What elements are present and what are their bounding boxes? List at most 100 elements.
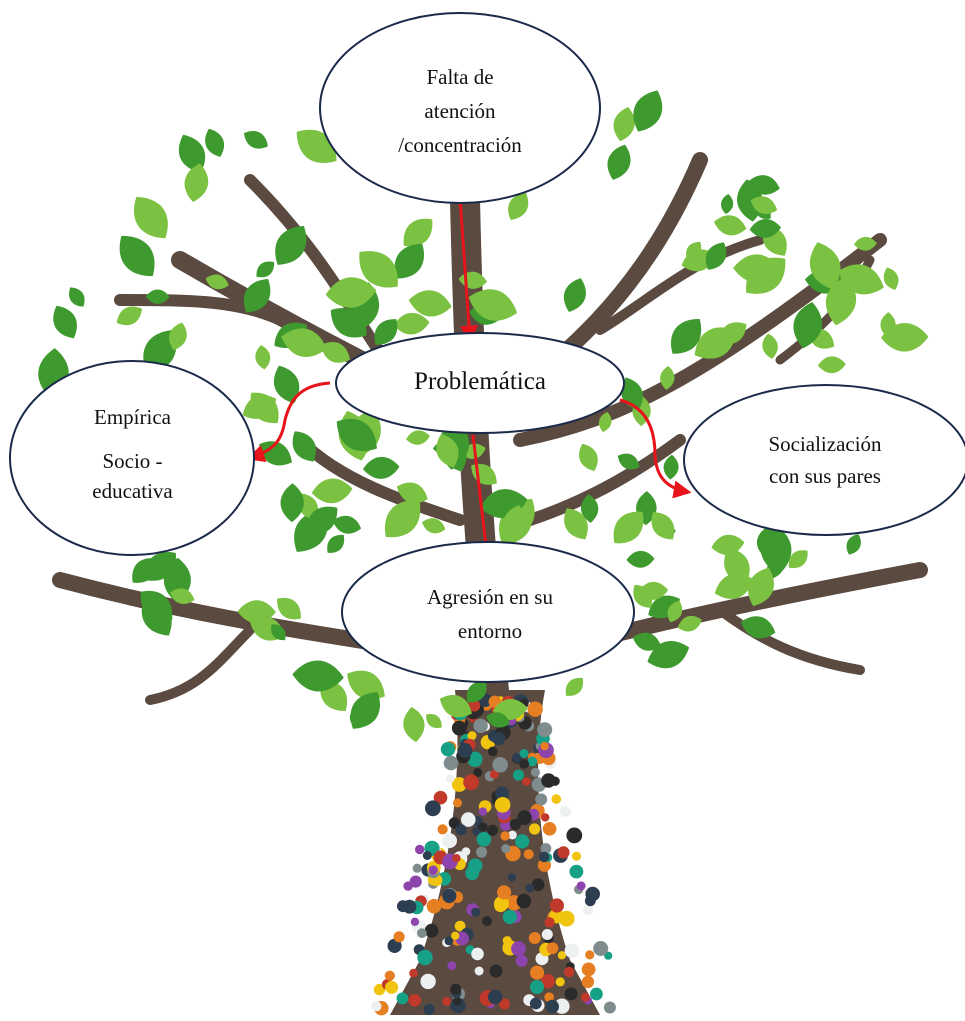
crowd-person	[527, 756, 538, 767]
crowd-person	[428, 865, 438, 875]
crowd-person	[544, 992, 554, 1002]
crowd-person	[412, 863, 422, 873]
crowd-person	[442, 833, 457, 849]
crowd-person	[463, 774, 479, 791]
leaf	[292, 660, 344, 692]
crowd-person	[444, 936, 454, 946]
crowd-person	[593, 941, 609, 956]
crowd-person	[487, 824, 498, 836]
crowd-person	[583, 904, 594, 916]
crowd-person	[576, 881, 586, 891]
crowd-person	[549, 898, 565, 913]
crowd-person	[385, 980, 399, 994]
leaf	[563, 278, 586, 313]
leaf	[281, 328, 327, 357]
leaf	[403, 218, 433, 247]
crowd-person	[541, 773, 556, 788]
crowd-person	[417, 928, 427, 939]
leaf	[184, 163, 209, 203]
leaf	[721, 193, 734, 215]
crowd-person	[525, 883, 535, 893]
leaf	[384, 500, 421, 538]
leaf	[436, 433, 459, 468]
node-center-shape	[335, 332, 625, 434]
crowd-person	[507, 873, 516, 882]
leaf	[327, 534, 345, 553]
crowd-person	[476, 846, 488, 858]
leaf	[677, 615, 702, 632]
crowd-person	[512, 752, 523, 763]
leaf	[617, 453, 640, 470]
crowd-person	[494, 797, 511, 813]
leaf	[275, 225, 307, 265]
arrow-center-to-left	[246, 381, 331, 463]
crowd-person	[511, 941, 526, 957]
crowd-person	[451, 777, 467, 792]
crowd-person	[499, 998, 510, 1010]
crowd-person	[384, 970, 395, 981]
crowd-person	[603, 1001, 616, 1014]
leaf	[846, 534, 861, 555]
crowd-person	[540, 741, 549, 751]
crowd-person	[402, 899, 417, 914]
crowd-person	[581, 975, 595, 989]
leaf	[647, 640, 690, 669]
crowd-person	[474, 966, 484, 976]
leaf	[306, 506, 338, 535]
leaf	[330, 308, 367, 338]
leaf	[237, 600, 276, 624]
leaf	[817, 356, 846, 374]
crowd-person	[555, 977, 565, 987]
node-bottom-shape	[341, 541, 635, 683]
leaf	[663, 454, 679, 480]
crowd-person	[487, 746, 498, 757]
crowd-person	[580, 992, 590, 1002]
crowd-person	[513, 769, 524, 781]
crowd-person	[396, 992, 409, 1005]
leaf	[880, 312, 896, 338]
leaf	[336, 418, 377, 452]
crowd-person	[571, 851, 582, 861]
crowd-person	[522, 777, 531, 786]
leaf	[116, 306, 143, 326]
crowd-person	[538, 851, 550, 863]
crowd-person	[426, 898, 442, 914]
leaf	[468, 289, 518, 321]
leaf	[760, 523, 792, 575]
crowd-person	[529, 823, 541, 835]
crowd-person	[566, 827, 583, 844]
crowd-person	[590, 987, 603, 1001]
leaf	[711, 534, 745, 555]
crowd-person	[371, 1001, 382, 1012]
crowd-person	[585, 950, 595, 960]
leaf	[362, 456, 400, 479]
leaf	[259, 441, 292, 466]
crowd-figures	[371, 693, 616, 1016]
leaf	[705, 242, 727, 270]
crowd-person	[515, 834, 530, 849]
leaf	[396, 482, 428, 504]
crowd-person	[530, 767, 541, 778]
crowd-person	[501, 844, 511, 854]
leaf	[325, 277, 377, 308]
leaf	[671, 319, 702, 354]
leaf	[311, 478, 353, 504]
crowd-person	[451, 931, 460, 940]
leaf	[598, 411, 612, 433]
crowd-person	[509, 818, 521, 831]
leaf	[350, 692, 380, 729]
crowd-person	[557, 951, 567, 960]
leaf	[280, 483, 304, 523]
leaf	[69, 287, 85, 307]
crowd-person	[482, 916, 493, 927]
crowd-person	[527, 701, 543, 717]
crowd-person	[563, 966, 575, 978]
crowd-person	[476, 832, 492, 847]
crowd-person	[502, 936, 512, 946]
crowd-person	[453, 798, 462, 808]
crowd-person	[529, 997, 542, 1010]
crowd-person	[523, 849, 534, 860]
crowd-person	[409, 875, 422, 888]
crowd-person	[495, 786, 509, 801]
leaf	[277, 597, 301, 620]
